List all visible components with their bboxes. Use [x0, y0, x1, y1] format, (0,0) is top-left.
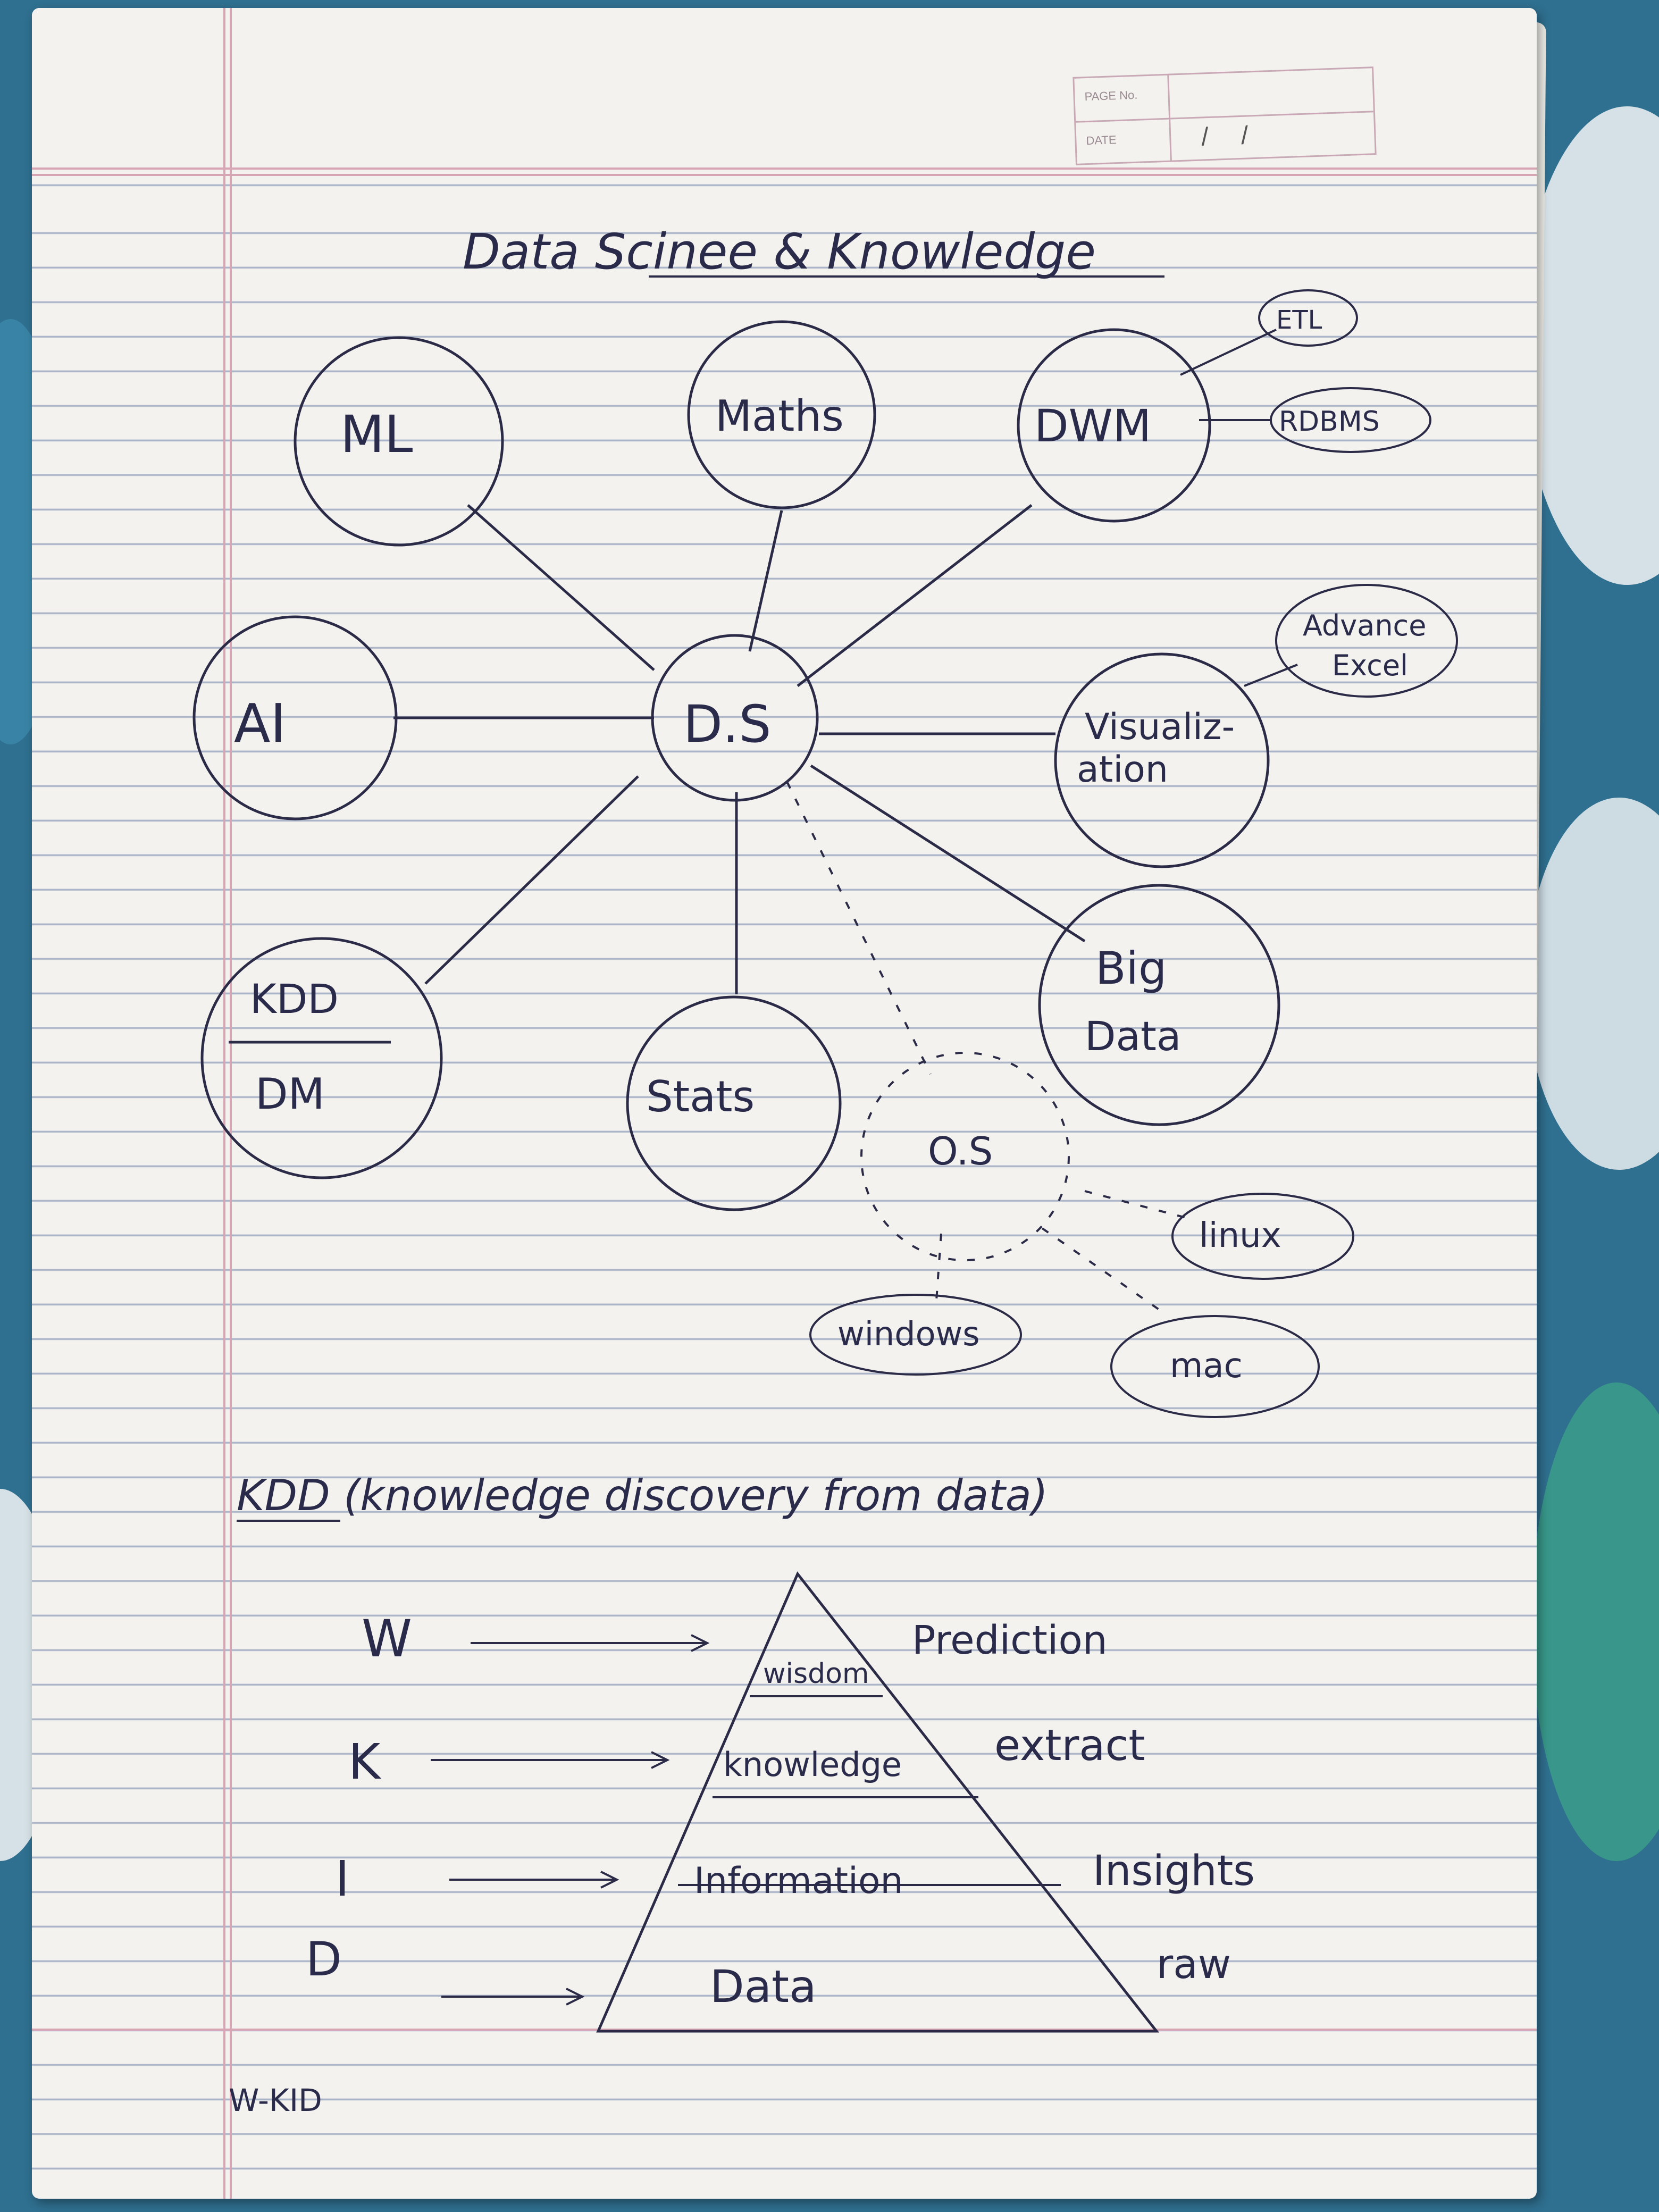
- leaf-advance-label-2: Excel: [1332, 649, 1408, 682]
- node-center-ds: D.S: [651, 634, 819, 802]
- node-kdd-label: KDD: [250, 975, 339, 1023]
- node-center-label: D.S: [683, 694, 771, 754]
- node-big-label-1: Big: [1095, 942, 1167, 994]
- node-os: O.S: [860, 1052, 1070, 1261]
- leaf-windows: windows: [809, 1294, 1022, 1376]
- dikw-note: Insights: [1093, 1847, 1255, 1895]
- node-ai: AI: [192, 615, 398, 820]
- leaf-mac-label: mac: [1170, 1346, 1243, 1386]
- node-dwm: DWM: [1017, 328, 1211, 523]
- top-margin-line-2: [32, 174, 1537, 176]
- dikw-level: wisdom: [763, 1658, 869, 1690]
- node-big-data: Big Data: [1038, 884, 1280, 1126]
- node-maths: Maths: [687, 320, 876, 509]
- dikw-level: Data: [710, 1960, 817, 2013]
- kdd-heading: KDD (knowledge discovery from data): [237, 1471, 1048, 1520]
- footer-note: W-KID: [229, 2082, 322, 2118]
- node-ml-label: ML: [340, 405, 413, 464]
- leaf-advance-label-1: Advance: [1303, 609, 1426, 642]
- dikw-level: knowledge: [723, 1745, 902, 1784]
- node-os-label: O.S: [928, 1129, 993, 1174]
- leaf-windows-label: windows: [837, 1314, 980, 1353]
- top-margin-line: [32, 167, 1537, 170]
- page-top-area: [32, 8, 1537, 183]
- dikw-letter: D: [306, 1932, 342, 1987]
- leaf-rdbms-label: RDBMS: [1279, 406, 1380, 438]
- node-stats: Stats: [626, 995, 842, 1211]
- leaf-mac: mac: [1110, 1315, 1320, 1418]
- node-kdd-dm: KDD DM: [200, 937, 443, 1179]
- mindmap-edges: [393, 329, 1298, 1314]
- dikw-pyramid: [596, 1571, 1160, 2033]
- dikw-row: K knowledge extract: [348, 1721, 1145, 1790]
- dikw-row: W wisdom Prediction: [362, 1609, 1108, 1690]
- node-big-label-2: Data: [1085, 1012, 1181, 1060]
- dikw-note: Prediction: [912, 1618, 1108, 1663]
- node-dm-label: DM: [255, 1069, 325, 1119]
- node-ml: ML: [294, 336, 504, 547]
- page-title: Data Scinee & Knowledge: [463, 223, 1096, 280]
- leaf-linux-label: linux: [1199, 1216, 1281, 1255]
- dikw-letter: W: [362, 1609, 412, 1669]
- dikw-letter: K: [348, 1733, 382, 1790]
- node-maths-label: Maths: [715, 391, 844, 441]
- dikw-level: Information: [694, 1860, 903, 1902]
- leaf-etl-label: ETL: [1276, 305, 1322, 335]
- fabric-pattern: [1531, 1382, 1659, 1861]
- dikw-note: extract: [994, 1721, 1145, 1770]
- bottom-margin-line: [32, 2029, 1537, 2031]
- node-visualization-label-2: ation: [1077, 749, 1168, 791]
- notebook-page: PAGE No. DATE / /: [32, 8, 1537, 2199]
- node-dwm-label: DWM: [1034, 400, 1151, 452]
- node-stats-label: Stats: [646, 1072, 755, 1121]
- dikw-row: I Information Insights: [335, 1847, 1255, 1907]
- left-margin-line: [223, 8, 225, 2199]
- node-visualization: Visualiz- ation: [1054, 652, 1270, 868]
- left-margin-line-2: [230, 8, 232, 2199]
- leaf-advance-excel: Advance Excel: [1275, 584, 1458, 698]
- dikw-note: raw: [1157, 1940, 1231, 1988]
- dikw-row: D Data raw: [306, 1932, 1231, 2013]
- leaf-rdbms: RDBMS: [1270, 387, 1431, 453]
- node-visualization-label-1: Visualiz-: [1085, 706, 1235, 748]
- leaf-etl: ETL: [1258, 289, 1358, 347]
- leaf-linux: linux: [1171, 1193, 1354, 1280]
- node-ai-label: AI: [234, 692, 286, 755]
- dikw-letter: I: [335, 1850, 349, 1907]
